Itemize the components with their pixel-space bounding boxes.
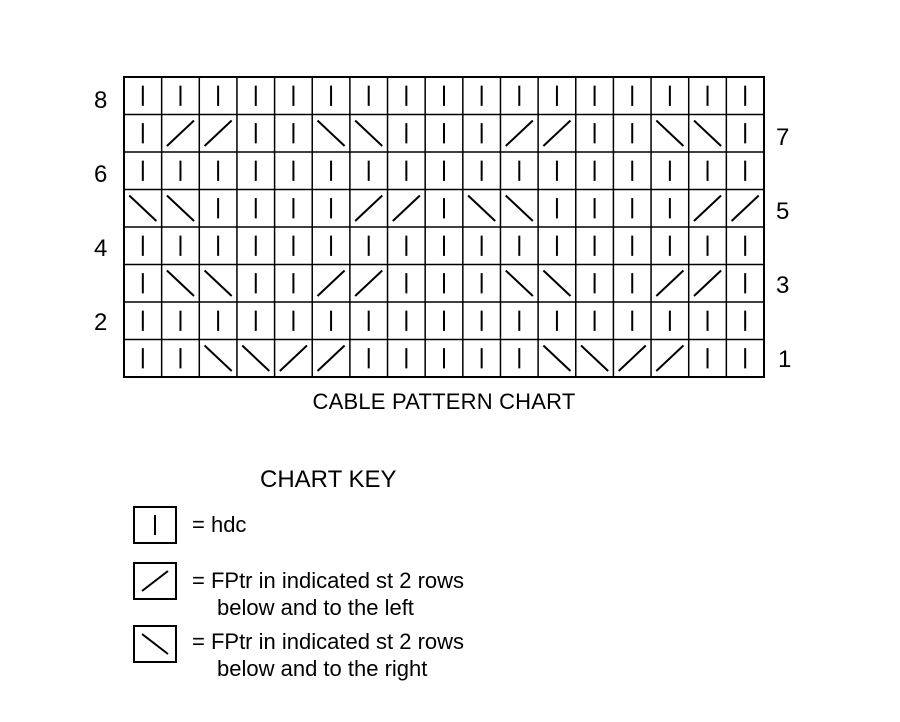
stitch-fptr-right-mark: [467, 194, 496, 222]
key-item-fptr-left-line1: = FPtr in indicated st 2 rows: [192, 568, 465, 593]
stitch-fptr-right-mark: [505, 269, 534, 297]
stitch-fptr-left-mark: [693, 194, 722, 222]
chart-caption: CABLE PATTERN CHART: [312, 389, 576, 414]
stitch-fptr-left-mark: [693, 269, 722, 297]
stitch-fptr-left-mark: [354, 269, 383, 297]
row-number-2: 2: [94, 309, 108, 336]
stitch-fptr-right-mark: [203, 269, 233, 297]
stitch-fptr-right-mark: [128, 194, 158, 222]
stitch-fptr-right-mark: [166, 194, 195, 222]
stitch-fptr-left-mark: [730, 194, 760, 222]
row-number-3: 3: [776, 272, 790, 299]
key-item-hdc-text: = hdc: [192, 512, 247, 537]
stitch-fptr-left-mark: [203, 119, 233, 147]
stitch-fptr-right-mark: [542, 269, 572, 297]
stitch-fptr-left-mark: [505, 119, 534, 147]
stitch-fptr-left-mark: [354, 194, 383, 222]
key-item-fptr-left-line2: below and to the left: [217, 595, 414, 620]
row-number-6: 6: [94, 161, 108, 188]
row-number-5: 5: [776, 198, 790, 225]
row-number-4: 4: [94, 235, 108, 262]
stitch-fptr-right-mark: [693, 119, 722, 147]
back-slash-icon: [133, 625, 177, 663]
stitch-fptr-left-mark: [316, 269, 346, 297]
stitch-fptr-right-mark: [655, 119, 685, 147]
stitch-fptr-left-mark: [166, 119, 195, 147]
stitch-fptr-right-mark: [580, 344, 609, 372]
stitch-fptr-left-mark: [617, 344, 647, 372]
stitch-fptr-left-mark: [279, 344, 308, 372]
chart-key-title: CHART KEY: [260, 466, 397, 493]
stitch-fptr-right-mark: [241, 344, 271, 372]
row-number-1: 1: [778, 346, 792, 373]
vertical-bar-icon: [133, 506, 177, 544]
key-item-hdc: = hdc: [192, 511, 246, 538]
key-item-fptr-right-line2: below and to the right: [217, 656, 428, 681]
stitch-fptr-right-mark: [542, 344, 572, 372]
key-item-fptr-left: = FPtr in indicated st 2 rows below and …: [192, 567, 464, 621]
forward-slash-icon: [133, 562, 177, 600]
stitch-fptr-right-mark: [505, 194, 534, 222]
stitch-fptr-left-mark: [316, 344, 346, 372]
stitch-fptr-left-mark: [542, 119, 572, 147]
stitch-fptr-right-mark: [354, 119, 383, 147]
stitch-fptr-left-mark: [392, 194, 421, 222]
key-item-fptr-right-line1: = FPtr in indicated st 2 rows: [192, 629, 465, 654]
stitch-fptr-right-mark: [166, 269, 195, 297]
stitch-fptr-right-mark: [316, 119, 346, 147]
row-number-8: 8: [94, 87, 108, 114]
stitch-fptr-right-mark: [203, 344, 233, 372]
key-item-fptr-right: = FPtr in indicated st 2 rows below and …: [192, 628, 464, 682]
stitch-fptr-left-mark: [655, 344, 685, 372]
stitch-fptr-left-mark: [655, 269, 685, 297]
row-number-7: 7: [776, 124, 790, 151]
